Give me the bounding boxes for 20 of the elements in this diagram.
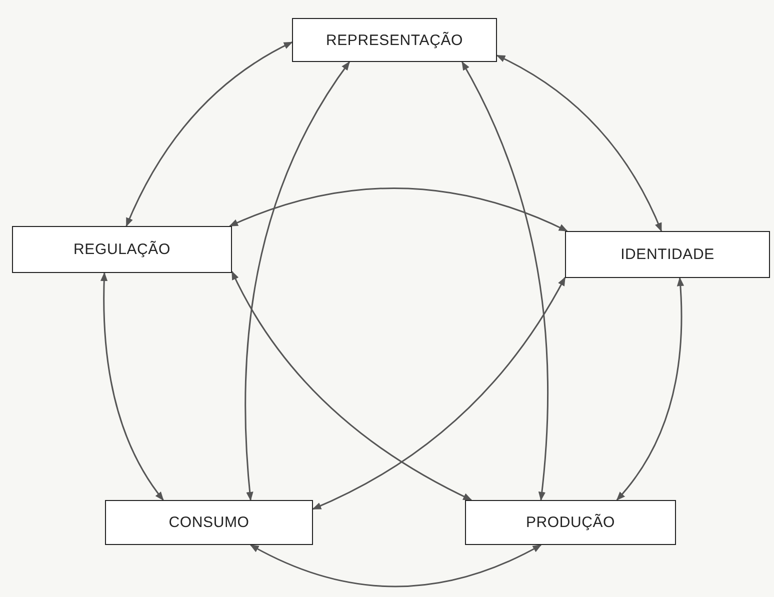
concept-box <box>465 500 676 545</box>
concept-label: PRODUÇÃO <box>526 514 616 531</box>
concept-label: CONSUMO <box>168 514 250 531</box>
curved-double-arrow <box>496 54 662 232</box>
curved-double-arrow <box>462 61 548 501</box>
concept-box <box>105 500 313 545</box>
curved-double-arrow <box>244 61 350 501</box>
concept-label: IDENTIDADE <box>620 246 714 263</box>
curved-double-arrow <box>231 270 472 501</box>
concept-box <box>292 18 497 62</box>
concept-label: REGULAÇÃO <box>74 241 170 258</box>
curved-double-arrow <box>312 276 566 510</box>
curved-double-arrow <box>126 42 293 227</box>
curved-double-arrow <box>250 544 542 588</box>
concept-box <box>565 231 770 278</box>
concept-label: REPRESENTAÇÃO <box>326 32 463 48</box>
curved-double-arrow <box>100 272 164 501</box>
curved-double-arrow <box>228 188 568 232</box>
concept-box <box>12 226 232 273</box>
curved-double-arrow <box>616 277 684 501</box>
